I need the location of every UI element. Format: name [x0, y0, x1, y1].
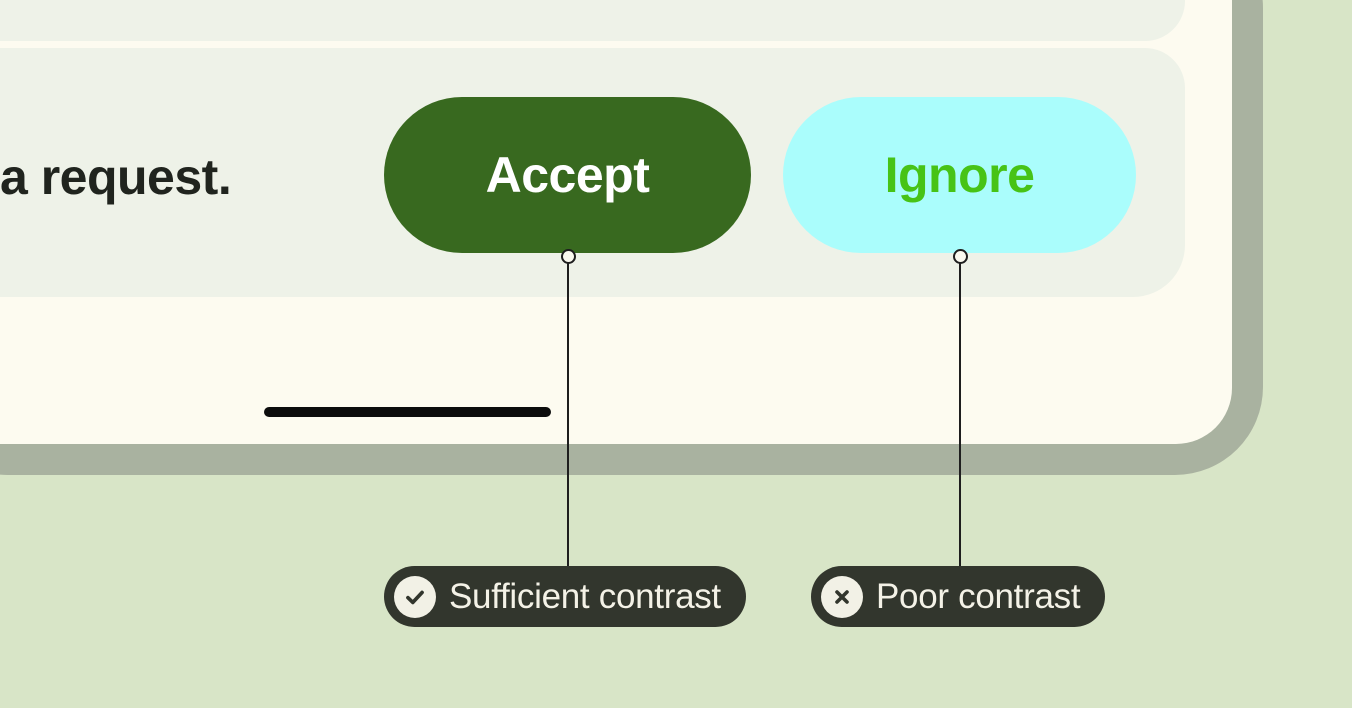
notification-message-text: a request.	[0, 149, 232, 205]
home-indicator	[264, 407, 551, 417]
poor-contrast-tag: Poor contrast	[811, 566, 1106, 627]
ignore-button[interactable]: Ignore	[783, 97, 1136, 253]
sufficient-contrast-tag: Sufficient contrast	[384, 566, 746, 627]
notification-bubble-top	[0, 0, 1185, 41]
notification-card: a request. Accept Ignore	[0, 48, 1185, 297]
x-icon	[821, 575, 863, 618]
check-icon	[394, 575, 436, 618]
accept-callout-line	[567, 262, 569, 566]
accept-button[interactable]: Accept	[384, 97, 751, 253]
ignore-callout-line	[959, 262, 961, 566]
poor-contrast-label: Poor contrast	[876, 576, 1081, 616]
sufficient-contrast-label: Sufficient contrast	[449, 576, 721, 616]
